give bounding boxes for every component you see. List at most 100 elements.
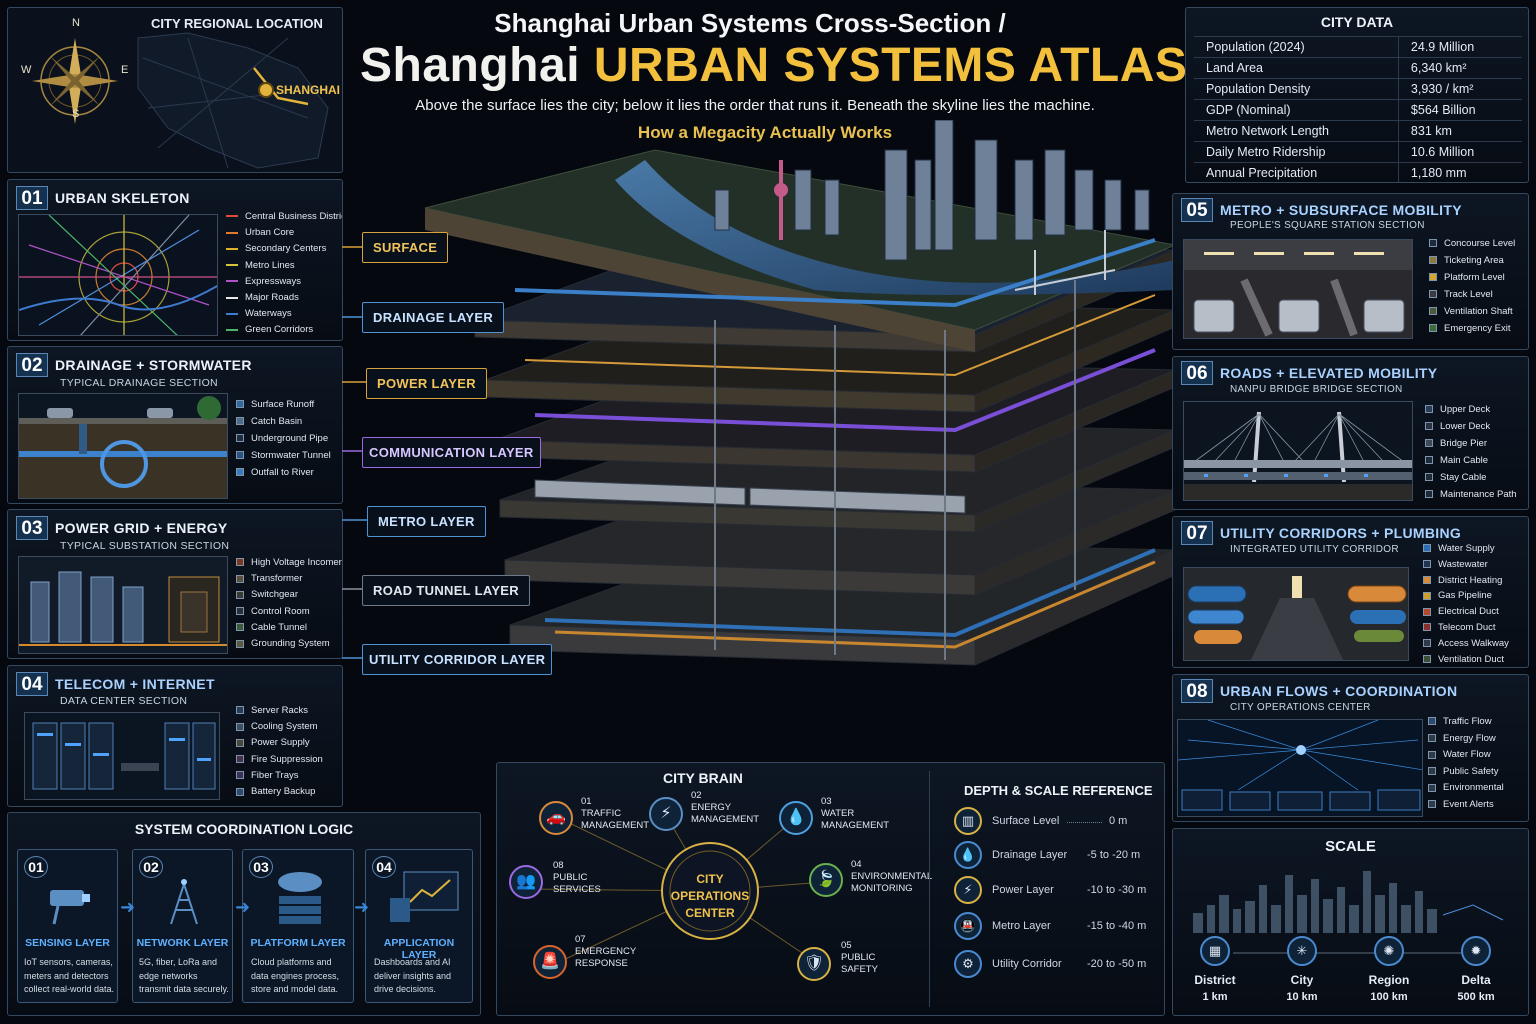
utility-icon: ⚙ [954,950,982,978]
layer-label-communication: COMMUNICATION LAYER [362,437,541,468]
table-row: Population (2024)24.9 Million [1194,36,1522,58]
legend-label: Water Flow [1443,749,1491,761]
legend-label: Battery Backup [251,786,316,798]
legend: Central Business District Urban Core Sec… [226,209,342,339]
step-number: 04 [372,856,396,878]
legend-label: Major Roads [245,292,299,304]
city-data-panel: CITY DATA Population (2024)24.9 Million … [1185,7,1529,183]
legend-label: Power Supply [251,737,310,749]
legend-label: Fiber Trays [251,769,299,781]
list-item: Surface Runoff [236,396,331,413]
legend-label: Public Safety [1443,765,1499,777]
node-label: EMERGENCY RESPONSE [575,946,637,969]
scale-title: SCALE [1325,838,1376,855]
legend-label: Gas Pipeline [1438,590,1492,602]
list-item: Environmental [1428,780,1504,797]
legend-swatch [236,706,244,715]
legend-label: Event Alerts [1443,798,1494,810]
dotted-leader [1067,822,1102,823]
legend-swatch [1428,800,1436,809]
panel-number: 02 [16,353,48,377]
list-item: District Heating [1423,573,1509,589]
legend-swatch [236,755,244,764]
legend-swatch [1429,290,1437,299]
page-title-city: Shanghai [360,39,581,92]
list-item: Control Room [236,604,342,620]
depth-value: -20 to -50 m [1087,958,1147,970]
legend-swatch [236,434,244,443]
compass-w: W [21,64,32,76]
list-item: Lower Deck [1425,418,1517,435]
list-item: Maintenance Path [1425,486,1517,503]
legend-swatch [236,558,244,567]
data-key: Metro Network Length [1194,120,1399,142]
data-value: 10.6 Million [1397,141,1522,163]
legend-label: Wastewater [1438,558,1488,570]
data-key: Population Density [1194,78,1399,100]
panel-title: TELECOM + INTERNET [55,676,215,692]
legend-swatch [226,264,238,267]
legend-label: Server Racks [251,705,309,716]
legend-label: Main Cable [1440,455,1489,466]
node-label: PUBLIC SAFETY [841,952,878,975]
utility-corridor-illustration [1183,567,1409,661]
list-item: Platform Level [1429,269,1515,286]
panel-number: 04 [16,672,48,696]
list-item: Major Roads [226,290,342,306]
shanghai-map-label: SHANGHAI [276,83,341,97]
city-cross-section-illustration [424,120,1175,666]
list-item: Cooling System [236,719,323,735]
header-subtitle: How a Megacity Actually Works [637,123,893,142]
legend-label: Stay Cable [1440,472,1487,483]
panel-subtitle: CITY OPERATIONS CENTER [1230,702,1371,713]
legend-label: Electrical Duct [1438,606,1499,618]
depth-name: Surface Level [992,815,1060,827]
dashboard-icon [390,871,459,922]
arrow-icon: ➜ [120,897,136,917]
legend-swatch [236,468,244,477]
list-item: Emergency Exit [1429,320,1515,337]
depth-title: DEPTH & SCALE REFERENCE [964,783,1153,798]
node-label: ENERGY MANAGEMENT [691,802,760,825]
legend-label: Emergency Exit [1444,323,1511,334]
legend-swatch [236,771,244,780]
legend-label: Lower Deck [1440,421,1491,432]
legend: Traffic Flow Energy Flow Water Flow Publ… [1428,714,1504,814]
legend-label: Green Corridors [245,324,314,336]
data-value: $564 Billion [1397,99,1522,121]
step-number: 01 [24,856,48,878]
panel-title: URBAN FLOWS + COORDINATION [1220,683,1458,699]
regional-location-panel: CITY REGIONAL LOCATION SHANGHAI N S W E [7,7,343,173]
depth-value: -15 to -40 m [1087,920,1147,932]
legend-label: Metro Lines [245,259,295,271]
list-item: Switchgear [236,587,342,603]
list-item: Wastewater [1423,557,1509,573]
panel-number: 03 [16,516,48,540]
legend-swatch [1428,734,1436,743]
data-key: Daily Metro Ridership [1194,141,1399,163]
list-item: Ventilation Shaft [1429,303,1515,320]
water-icon: 💧 [779,801,813,835]
legend-swatch [236,400,244,409]
urban-skeleton-map [18,214,218,336]
legend: Server Racks Cooling System Power Supply… [236,703,323,800]
list-item: Power Supply [236,735,323,751]
panel-title: METRO + SUBSURFACE MOBILITY [1220,202,1462,218]
data-center-illustration [24,712,220,800]
scale-value: 1 km [1202,991,1228,1003]
alarm-icon: 🚨 [533,945,567,979]
list-item: Bridge Pier [1425,435,1517,452]
list-item: Grounding System [236,636,342,652]
page-title-atlas: URBAN SYSTEMS ATLAS [593,39,1188,92]
legend-label: Fire Suppression [251,753,323,765]
city-brain-connections [526,816,838,964]
step-description: Cloud platforms and data engines process… [251,957,340,994]
city-data-title: CITY DATA [1320,14,1394,30]
legend-swatch [1423,544,1431,553]
step-number: 03 [249,856,273,878]
